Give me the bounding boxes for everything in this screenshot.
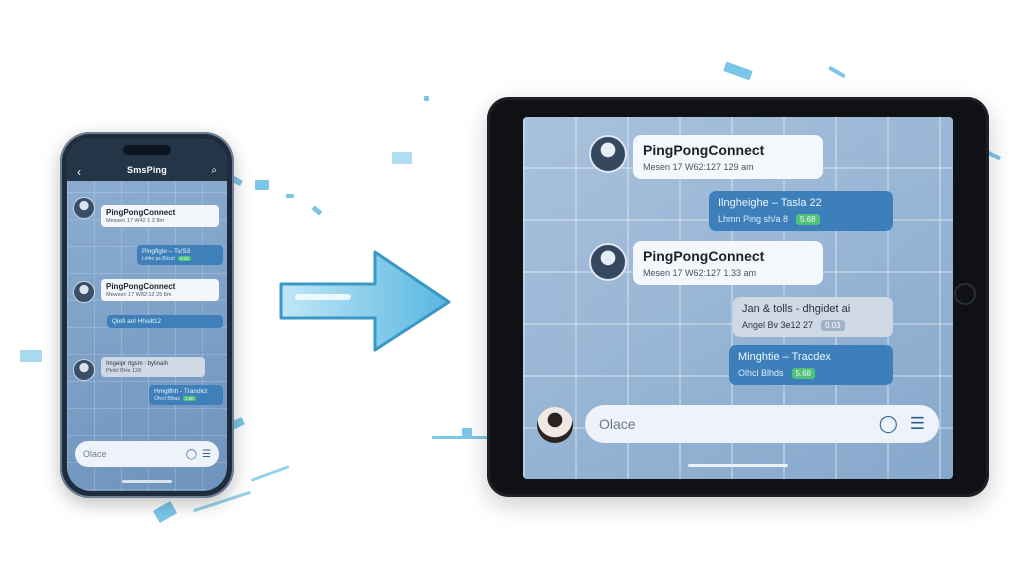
avatar xyxy=(589,135,627,173)
particle-decoration xyxy=(828,65,846,79)
message-title: PingPongConnect xyxy=(643,142,765,158)
message-subtitle: Mewsen 17 W82:12 25 8m xyxy=(106,292,172,298)
arrow-right-icon xyxy=(279,250,451,352)
particle-decoration xyxy=(462,428,472,436)
message-text: Jan & tolls - dhgidet ai xyxy=(742,303,851,315)
chat-bubble-icon[interactable]: ◯ xyxy=(185,448,198,460)
message-meta: Lhmn Ping sh/a 8 xyxy=(718,214,789,224)
message-input-placeholder: Olace xyxy=(599,416,636,432)
particle-decoration xyxy=(152,500,178,524)
chevron-left-icon[interactable]: ‹ xyxy=(77,165,81,179)
message-text: Hmgifhh - Trandict xyxy=(154,388,208,395)
message-meta: Lit4m ps Blcod xyxy=(142,256,175,262)
message-meta: Angel Bv 3e12 27 xyxy=(742,320,814,330)
particle-decoration xyxy=(20,350,42,362)
list-icon[interactable]: ☰ xyxy=(202,448,211,460)
particle-decoration xyxy=(424,96,429,101)
home-indicator xyxy=(688,464,788,467)
message-text: Pingfigle – Ts/S3 xyxy=(142,248,191,255)
particle-decoration xyxy=(392,152,412,164)
chat-bubble-icon[interactable]: ◯ xyxy=(878,414,898,433)
tablet-device: PingPongConnect Mesen 17 W62:127 129 am … xyxy=(487,97,989,497)
message-input[interactable]: Olace ◯ ☰ xyxy=(75,441,219,467)
tablet-screen: PingPongConnect Mesen 17 W62:127 129 am … xyxy=(523,117,953,479)
message-title: PingPongConnect xyxy=(643,248,765,264)
message-title: PingPongConnect xyxy=(106,282,176,291)
message-text: Qlefi anl Hhsilt12 xyxy=(112,318,162,325)
message-text: Imgeipr rtgsm : bylinaih xyxy=(106,361,169,367)
home-indicator xyxy=(122,480,172,483)
status-badge: 1.56 xyxy=(182,396,196,401)
message-received[interactable]: PingPongConnect Mesen 17 W62:127 129 am xyxy=(633,135,823,179)
status-badge: 0.03 xyxy=(821,320,845,331)
message-sent[interactable]: Minghtie – Tracdex Olhcl Blhds 5.68 xyxy=(729,345,893,385)
particle-decoration xyxy=(432,436,502,439)
message-gray[interactable]: Imgeipr rtgsm : bylinaih Ptnbl BHs 129 xyxy=(101,357,205,377)
message-subtitle: Mesen 17 W62:127 1.33 am xyxy=(643,268,757,278)
particle-decoration xyxy=(311,205,323,216)
phone-screen: ‹ SmsPing ⌕ PingPongConnect Messen 17 W4… xyxy=(67,139,227,491)
message-received[interactable]: PingPongConnect Messen 17 W42 1 2 8m xyxy=(101,205,219,227)
message-meta: Ptnbl BHs 129 xyxy=(106,368,142,374)
tablet-camera xyxy=(954,283,976,305)
particle-decoration xyxy=(255,180,269,190)
message-input[interactable]: Olace ◯ ☰ xyxy=(585,405,939,443)
message-text: Minghtie – Tracdex xyxy=(738,351,831,363)
phone-header: ‹ SmsPing ⌕ xyxy=(67,139,227,181)
message-subtitle: Mesen 17 W62:127 129 am xyxy=(643,162,754,172)
message-gray[interactable]: Jan & tolls - dhgidet ai Angel Bv 3e12 2… xyxy=(733,297,893,337)
list-icon[interactable]: ☰ xyxy=(909,414,925,433)
avatar xyxy=(73,197,95,219)
particle-decoration xyxy=(286,194,294,198)
message-received[interactable]: PingPongConnect Mesen 17 W62:127 1.33 am xyxy=(633,241,823,285)
avatar xyxy=(73,281,95,303)
user-avatar[interactable] xyxy=(537,407,573,443)
particle-decoration xyxy=(250,465,290,482)
message-input-placeholder: Olace xyxy=(83,449,107,459)
phone-title: SmsPing xyxy=(127,165,167,175)
message-sent[interactable]: Ilngheighe – Tasla 22 Lhmn Ping sh/a 8 5.… xyxy=(709,191,893,231)
avatar xyxy=(73,359,95,381)
phone-device: ‹ SmsPing ⌕ PingPongConnect Messen 17 W4… xyxy=(60,132,234,498)
message-subtitle: Messen 17 W42 1 2 8m xyxy=(106,218,165,224)
status-badge: 0.03 xyxy=(177,256,191,261)
avatar xyxy=(589,243,627,281)
status-badge: 5.68 xyxy=(796,214,820,225)
status-badge: 5.68 xyxy=(791,368,816,379)
message-text: Ilngheighe – Tasla 22 xyxy=(718,197,822,209)
message-sent[interactable]: Qlefi anl Hhsilt12 xyxy=(107,315,223,328)
particle-decoration xyxy=(723,61,753,81)
message-received[interactable]: PingPongConnect Mewsen 17 W82:12 25 8m xyxy=(101,279,219,301)
search-icon[interactable]: ⌕ xyxy=(211,165,217,176)
message-meta: Ohrcl Blhas xyxy=(154,396,180,402)
phone-notch xyxy=(123,145,171,155)
message-meta: Olhcl Blhds xyxy=(738,368,784,378)
message-title: PingPongConnect xyxy=(106,208,176,217)
